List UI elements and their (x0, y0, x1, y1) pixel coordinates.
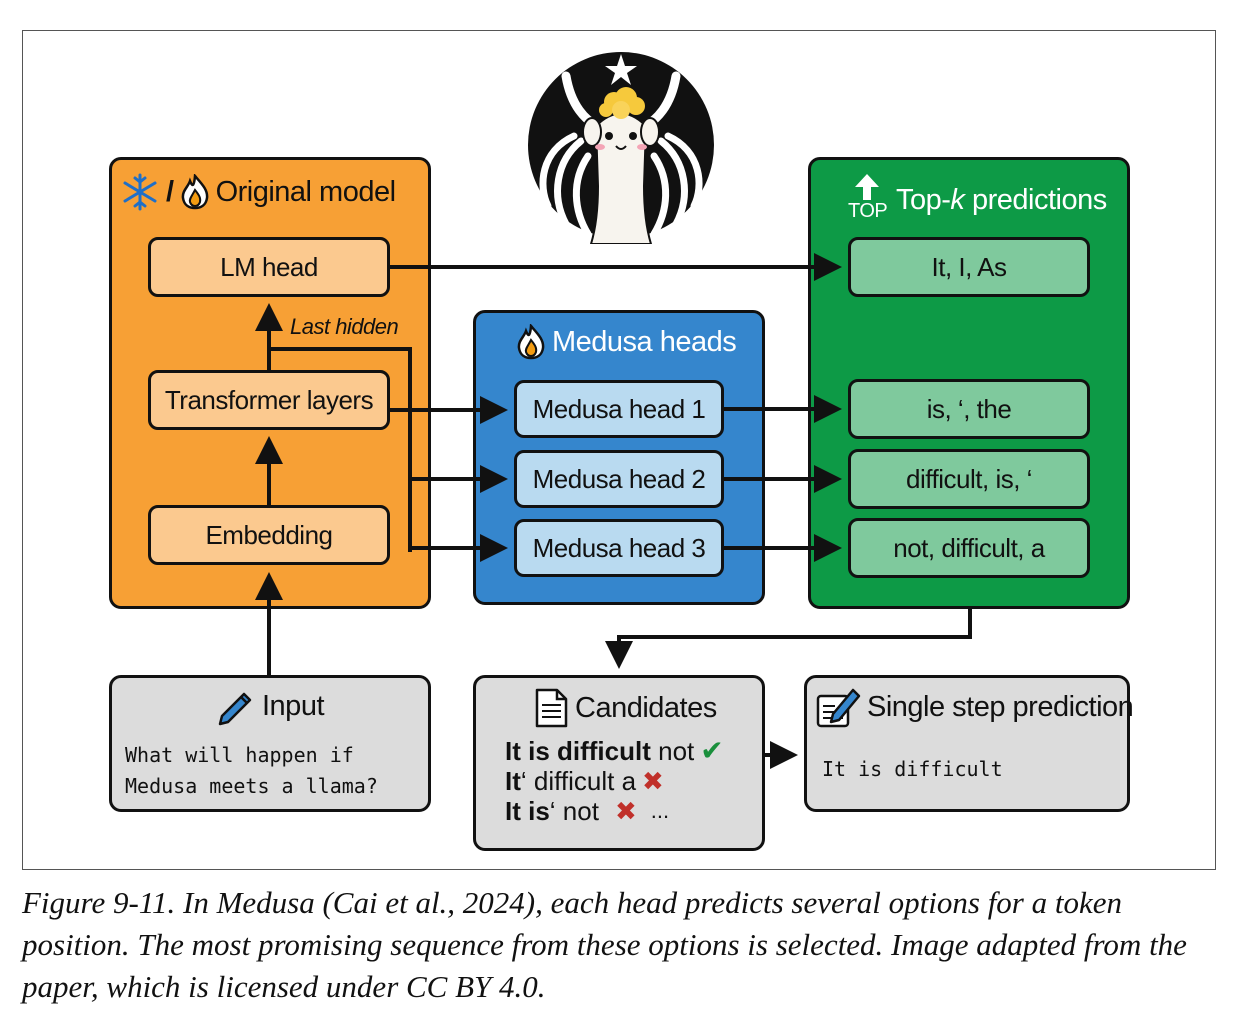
medusa-head-3-box: Medusa head 3 (514, 519, 724, 577)
fire-icon (517, 324, 545, 360)
single-step-text: It is difficult (822, 757, 1003, 781)
medusa-heads-title: Medusa heads (516, 324, 737, 360)
input-panel (109, 675, 431, 812)
candidates-panel (473, 675, 765, 851)
pencil-icon (218, 692, 252, 726)
cross-icon: ✖ (614, 796, 637, 826)
document-icon (535, 688, 568, 728)
candidate-row: It‘ difficult a ✖ (505, 766, 664, 796)
separator-slash: / (166, 175, 174, 208)
fire-icon (181, 174, 208, 210)
medusa-head-2-box: Medusa head 2 (514, 450, 724, 508)
transformer-layers-box: Transformer layers (148, 370, 390, 430)
candidates-title: Candidates (533, 688, 717, 728)
input-line-1: What will happen if (125, 743, 354, 767)
snowflake-icon (123, 173, 157, 211)
last-hidden-label: Last hidden (290, 314, 399, 339)
topk-row-2: is, ‘, the (848, 379, 1090, 439)
input-line-2: Medusa meets a llama? (125, 774, 378, 798)
candidate-row: It is‘ not ✖ ... (505, 796, 670, 826)
single-step-title: Single step prediction (815, 684, 1134, 730)
topk-row-4: not, difficult, a (848, 518, 1090, 578)
figure-caption: Figure 9-11. In Medusa (Cai et al., 2024… (22, 885, 1187, 1004)
check-icon: ✔ (700, 735, 724, 766)
candidates-title-text: Candidates (575, 691, 717, 724)
ellipsis: ... (650, 798, 670, 823)
line-last-hidden (269, 347, 412, 552)
cross-icon: ✖ (642, 766, 664, 796)
medusa-heads-title-text: Medusa heads (552, 325, 737, 358)
candidates-list: It is difficult not ✔ It‘ difficult a ✖ … (505, 735, 724, 827)
input-title-text: Input (262, 689, 325, 722)
topk-predictions-title: Top-k predictions (896, 184, 1107, 216)
candidate-row: It is difficult not ✔ (505, 735, 724, 767)
lm-head-box: LM head (148, 237, 390, 297)
arrow-topk-to-candidates (605, 609, 972, 669)
medusa-llama-logo (528, 52, 714, 244)
original-model-title: / Original model (120, 172, 396, 212)
topk-row-1: It, I, As (848, 237, 1090, 297)
original-model-title-text: Original model (215, 175, 396, 208)
topk-row-3: difficult, is, ‘ (848, 449, 1090, 509)
single-step-title-text: Single step prediction (867, 690, 1134, 723)
input-title: Input (216, 686, 325, 726)
edit-document-icon (816, 688, 861, 728)
medusa-head-1-box: Medusa head 1 (514, 380, 724, 438)
top-arrow-icon: TOP (846, 172, 888, 224)
embedding-box: Embedding (148, 505, 390, 565)
